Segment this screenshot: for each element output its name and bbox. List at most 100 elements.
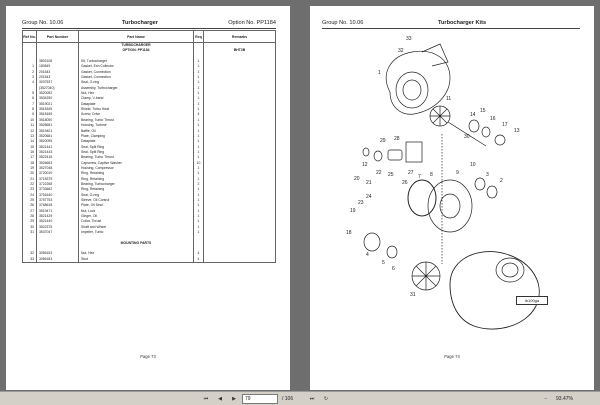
group-number: Group No. 10.06: [22, 20, 64, 26]
remarks-header: Remarks: [203, 30, 276, 43]
thrust-bearing-shape: [494, 134, 506, 146]
oil-sleeve-shape: [387, 149, 403, 161]
remarks-cell: [203, 117, 276, 124]
back-plate-shape: [427, 179, 473, 233]
ref-cell: 33: [22, 256, 37, 264]
part-name-header: Part Name: [78, 30, 194, 43]
exhaust-flange-shape: [421, 43, 449, 67]
refresh-icon[interactable]: ↻: [323, 396, 329, 402]
callout-label: 22: [376, 170, 382, 176]
table-row: MOUNTING PARTS: [22, 240, 276, 247]
v-band-clamp-shape: [407, 179, 437, 217]
lock-nut-shape: [474, 177, 486, 191]
header-rule-right: [322, 28, 580, 29]
remarks-cell: [203, 96, 276, 102]
zoom-out-icon[interactable]: −: [544, 396, 548, 402]
turbine-wheel-shape: [429, 105, 451, 127]
remarks-cell: [203, 224, 276, 231]
callout-label: 33: [406, 36, 412, 42]
left-page: Group No. 10.06 Turbocharger Option No. …: [6, 6, 290, 390]
bearing-shape: [373, 150, 383, 162]
shaft-shape: [447, 121, 487, 147]
callout-label: 21: [366, 180, 372, 186]
callout-label: 19: [350, 208, 356, 214]
compressor-impeller-shape: [411, 261, 441, 291]
remarks-cell: [203, 123, 276, 129]
prev-page-button[interactable]: ◀: [218, 396, 222, 402]
callout-label: 20: [354, 176, 360, 182]
callout-label: 14: [470, 112, 476, 118]
remarks-cell: [203, 176, 276, 182]
next-page-button[interactable]: ▶: [232, 396, 236, 402]
table-header: Ref No. Part Number Part Name Req Remark…: [22, 30, 276, 43]
table-row: TURBOCHARGER: [22, 42, 276, 49]
remarks-cell: [203, 230, 276, 236]
turbine-inner-shape: [402, 79, 422, 101]
callout-label: 11: [446, 96, 451, 102]
remarks-cell: [203, 203, 276, 209]
remarks-cell: [203, 42, 276, 49]
page-title: Turbocharger: [122, 20, 158, 26]
callout-label: 6: [392, 266, 395, 272]
callout-label: 32: [398, 48, 404, 54]
remarks-cell: [203, 197, 276, 204]
remarks-cell: BHT3B: [203, 48, 276, 54]
remarks-cell: [203, 219, 276, 225]
qty-cell: 4: [193, 256, 204, 264]
callout-label: 29: [380, 138, 386, 144]
table-row: [22, 246, 276, 252]
option-number: Option No. PP1184: [228, 20, 276, 26]
split-ring-shape: [481, 126, 491, 138]
turbine-housing-shape: [385, 50, 451, 115]
callout-label: 27: [408, 170, 414, 176]
first-page-button[interactable]: ⏮: [203, 396, 209, 402]
remarks-cell: [203, 91, 276, 97]
header-rule: [22, 28, 276, 29]
last-page-button[interactable]: ⏭: [309, 396, 315, 402]
zoom-level[interactable]: 93.47%: [556, 396, 573, 402]
part-number-header: Part Number: [36, 30, 79, 43]
remarks-cell: [203, 235, 276, 241]
remarks-cell: [203, 240, 276, 247]
remarks-cell: [203, 181, 276, 188]
remarks-cell: [203, 59, 276, 65]
remarks-cell: [203, 107, 276, 113]
qty-header: Req: [193, 30, 204, 43]
remarks-cell: [203, 53, 276, 60]
remarks-cell: [203, 155, 276, 161]
remarks-cell: [203, 246, 276, 252]
o-ring-shape: [363, 232, 381, 252]
callout-label: 13: [514, 128, 520, 134]
remarks-cell: [203, 187, 276, 193]
callout-label: 7: [418, 174, 421, 180]
seal-ring-shape: [468, 119, 480, 133]
remarks-cell: [203, 149, 276, 156]
figure-tag: lb100ga: [516, 296, 548, 305]
remarks-cell: [203, 192, 276, 198]
page-number-input[interactable]: [242, 394, 278, 404]
callout-label: 2: [500, 178, 503, 184]
callout-label: 24: [366, 194, 372, 200]
remarks-cell: [203, 80, 276, 86]
page-footer-right: Page 74: [444, 354, 460, 359]
table-row: [22, 53, 276, 60]
group-number-right: Group No. 10.06: [322, 20, 364, 26]
viewer-toolbar: ⏮ ◀ ▶ / 106 ⏭ ↻ − 93.47%: [0, 391, 600, 405]
back-plate-hub-shape: [439, 193, 461, 219]
